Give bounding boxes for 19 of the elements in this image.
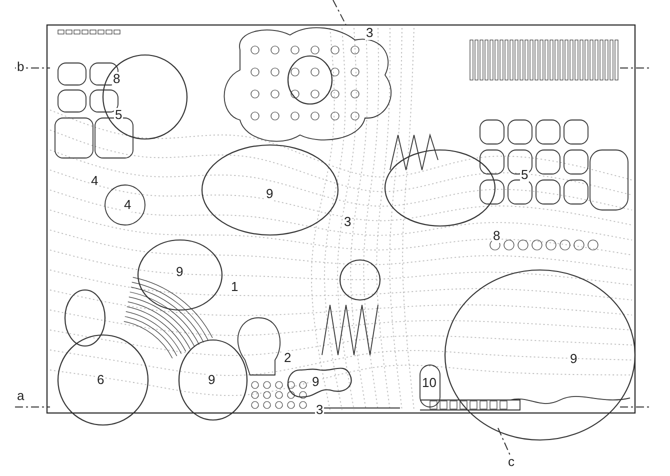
callout-number: 3 (315, 403, 324, 417)
callout-number: 4 (123, 198, 132, 212)
callout-number: 8 (492, 229, 502, 243)
callout-number: 4 (90, 174, 100, 188)
callout-number: 3 (365, 26, 374, 40)
callout-number: 9 (175, 265, 184, 279)
callout-number: 9 (311, 375, 320, 389)
callout-number: 9 (569, 352, 578, 366)
callout-number: 9 (265, 187, 274, 201)
callout-number: 6 (96, 373, 106, 387)
callout-number: 5 (520, 168, 530, 182)
callout-number: 3 (343, 215, 352, 229)
callout-number: 9 (207, 373, 216, 387)
callout-number: 1 (230, 280, 240, 294)
callout-number: 10 (421, 376, 438, 390)
callout-number: 5 (114, 108, 124, 122)
callout-number: 8 (112, 72, 122, 86)
section-label: b (16, 60, 26, 74)
callout-number: 2 (283, 351, 292, 365)
